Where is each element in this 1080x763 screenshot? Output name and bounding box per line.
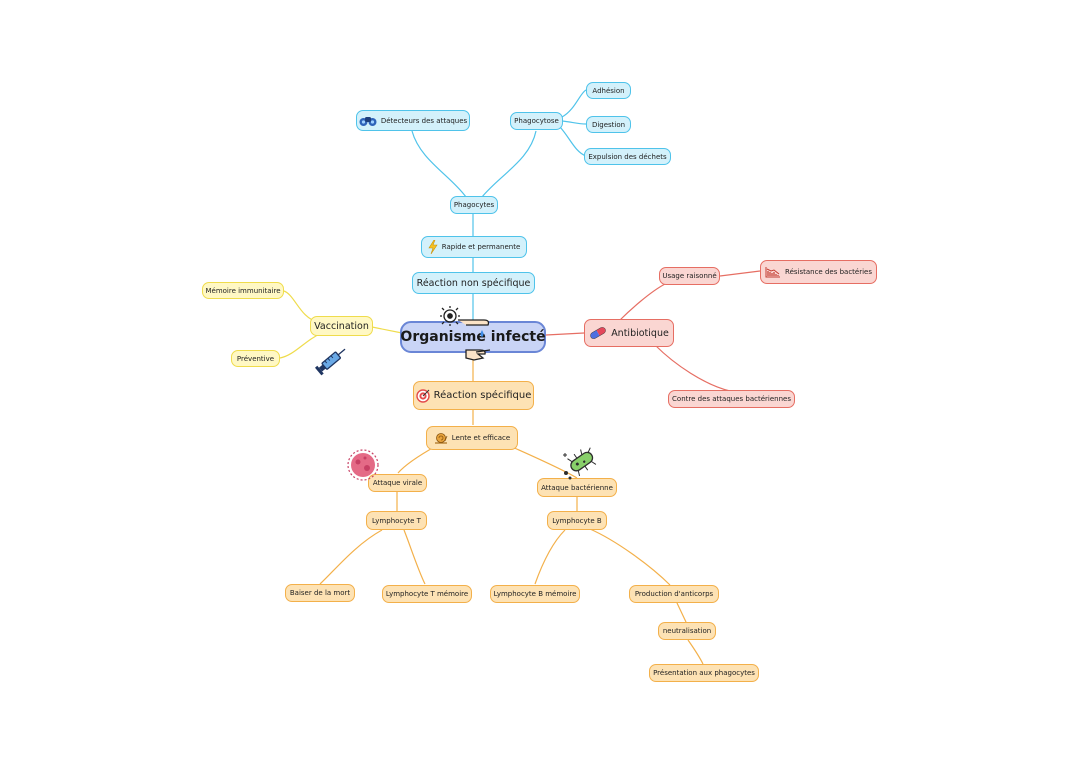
- viral-attack-label: Attaque virale: [372, 479, 423, 487]
- phagocytose-step-digestion[interactable]: Digestion: [586, 116, 631, 133]
- nonspecific-reaction-label: Réaction non spécifique: [416, 277, 531, 289]
- chart-decline-icon: [765, 266, 781, 278]
- detectors-label: Détecteurs des attaques: [380, 116, 468, 125]
- antibody-production-node[interactable]: Production d'anticorps: [629, 585, 719, 603]
- preventive-label: Préventive: [236, 354, 275, 363]
- bacterial-attack-node[interactable]: Attaque bactérienne: [537, 478, 617, 497]
- link-phagocytes-phagocytose: [481, 130, 537, 198]
- digestion-label: Digestion: [591, 120, 626, 129]
- vaccination-memory-node[interactable]: Mémoire immunitaire: [202, 282, 284, 299]
- expulsion-label: Expulsion des déchets: [588, 152, 667, 161]
- lymphocyte-b-label: Lymphocyte B: [552, 516, 602, 525]
- specific-reaction-label: Réaction spécifique: [433, 390, 532, 401]
- neutralisation-label: neutralisation: [662, 627, 712, 635]
- adhesion-label: Adhésion: [592, 86, 625, 95]
- link-phagocytes-detectors: [411, 130, 467, 198]
- antibiotique-label: Antibiotique: [611, 327, 669, 339]
- reasoned-use-node[interactable]: Usage raisonné: [659, 267, 720, 285]
- pill-icon: [589, 327, 607, 339]
- phagocytes-node[interactable]: Phagocytes: [450, 196, 498, 214]
- link-lymphoT-memory: [403, 529, 426, 585]
- link-phagocytose-expulsion: [559, 126, 587, 157]
- lymphocyte-b-memory-label: Lymphocyte B mémoire: [493, 590, 577, 598]
- neutralisation-node[interactable]: neutralisation: [658, 622, 716, 640]
- syringe-icon: [313, 342, 351, 378]
- phagocytose-node[interactable]: Phagocytose: [510, 112, 563, 130]
- vaccination-node[interactable]: Vaccination: [310, 316, 373, 336]
- lymphocyte-t-label: Lymphocyte T: [372, 516, 421, 525]
- against-bacterial-attacks-node[interactable]: Contre des attaques bactériennes: [668, 390, 795, 408]
- hand-virus-icon: [440, 306, 492, 364]
- bacterial-resistance-label: Résistance des bactéries: [785, 268, 872, 276]
- lymphocyte-t-memory-node[interactable]: Lymphocyte T mémoire: [382, 585, 472, 603]
- vaccination-label: Vaccination: [314, 320, 369, 332]
- central-label: Organisme infecté: [400, 329, 546, 345]
- lightning-icon: [428, 240, 438, 254]
- kiss-of-death-label: Baiser de la mort: [289, 589, 351, 597]
- bacterial-resistance-node[interactable]: Résistance des bactéries: [760, 260, 877, 284]
- slow-effective-node[interactable]: Lente et efficace: [426, 426, 518, 450]
- bacteria-icon: [560, 446, 602, 482]
- kiss-of-death-node[interactable]: Baiser de la mort: [285, 584, 355, 602]
- link-antibodies-neutralisation: [676, 602, 687, 623]
- phagocytose-label: Phagocytose: [514, 117, 559, 125]
- reasoned-use-label: Usage raisonné: [662, 272, 717, 280]
- link-phagocytose-adhesion: [561, 89, 587, 118]
- target-icon: [415, 388, 430, 403]
- link-antibiotique-usage: [619, 283, 666, 321]
- link-phagocytose-digestion: [561, 120, 587, 125]
- link-center-antibiotique: [545, 332, 585, 336]
- link-speed-bacterial: [509, 445, 578, 479]
- antibiotique-node[interactable]: Antibiotique: [584, 319, 674, 347]
- bacterial-attack-label: Attaque bactérienne: [541, 483, 613, 492]
- fast-permanent-node[interactable]: Rapide et permanente: [421, 236, 527, 258]
- immune-memory-label: Mémoire immunitaire: [205, 286, 281, 295]
- viral-attack-node[interactable]: Attaque virale: [368, 474, 427, 492]
- antibody-production-label: Production d'anticorps: [634, 590, 714, 598]
- slow-effective-label: Lente et efficace: [451, 434, 511, 442]
- nonspecific-reaction-node[interactable]: Réaction non spécifique: [412, 272, 535, 294]
- fast-permanent-label: Rapide et permanente: [441, 243, 521, 251]
- phagocyte-presentation-node[interactable]: Présentation aux phagocytes: [649, 664, 759, 682]
- link-usage-resistance: [719, 270, 761, 277]
- phagocytes-label: Phagocytes: [453, 201, 495, 209]
- phagocyte-presentation-label: Présentation aux phagocytes: [653, 669, 755, 677]
- link-neutralisation-presentation: [687, 639, 704, 665]
- link-lymphoB-antibodies: [589, 528, 671, 586]
- link-center-vaccination: [371, 326, 403, 334]
- against-bacterial-attacks-label: Contre des attaques bactériennes: [672, 395, 791, 403]
- binoculars-icon: [359, 115, 377, 127]
- vaccination-preventive-node[interactable]: Préventive: [231, 350, 280, 367]
- snail-icon: [434, 432, 448, 444]
- specific-reaction-node[interactable]: Réaction spécifique: [413, 381, 534, 410]
- link-lymphoB-memory: [534, 529, 566, 585]
- lymphocyte-t-memory-label: Lymphocyte T mémoire: [385, 590, 469, 598]
- link-antibiotique-against: [654, 344, 731, 392]
- virus-icon: [345, 447, 381, 483]
- lymphocyte-t-node[interactable]: Lymphocyte T: [366, 511, 427, 530]
- link-lymphoT-baiser: [319, 529, 383, 585]
- phagocytose-step-adhesion[interactable]: Adhésion: [586, 82, 631, 99]
- link-speed-viral: [397, 445, 437, 474]
- phagocytose-step-expulsion[interactable]: Expulsion des déchets: [584, 148, 671, 165]
- lymphocyte-b-node[interactable]: Lymphocyte B: [547, 511, 607, 530]
- detectors-node[interactable]: Détecteurs des attaques: [356, 110, 470, 131]
- lymphocyte-b-memory-node[interactable]: Lymphocyte B mémoire: [490, 585, 580, 603]
